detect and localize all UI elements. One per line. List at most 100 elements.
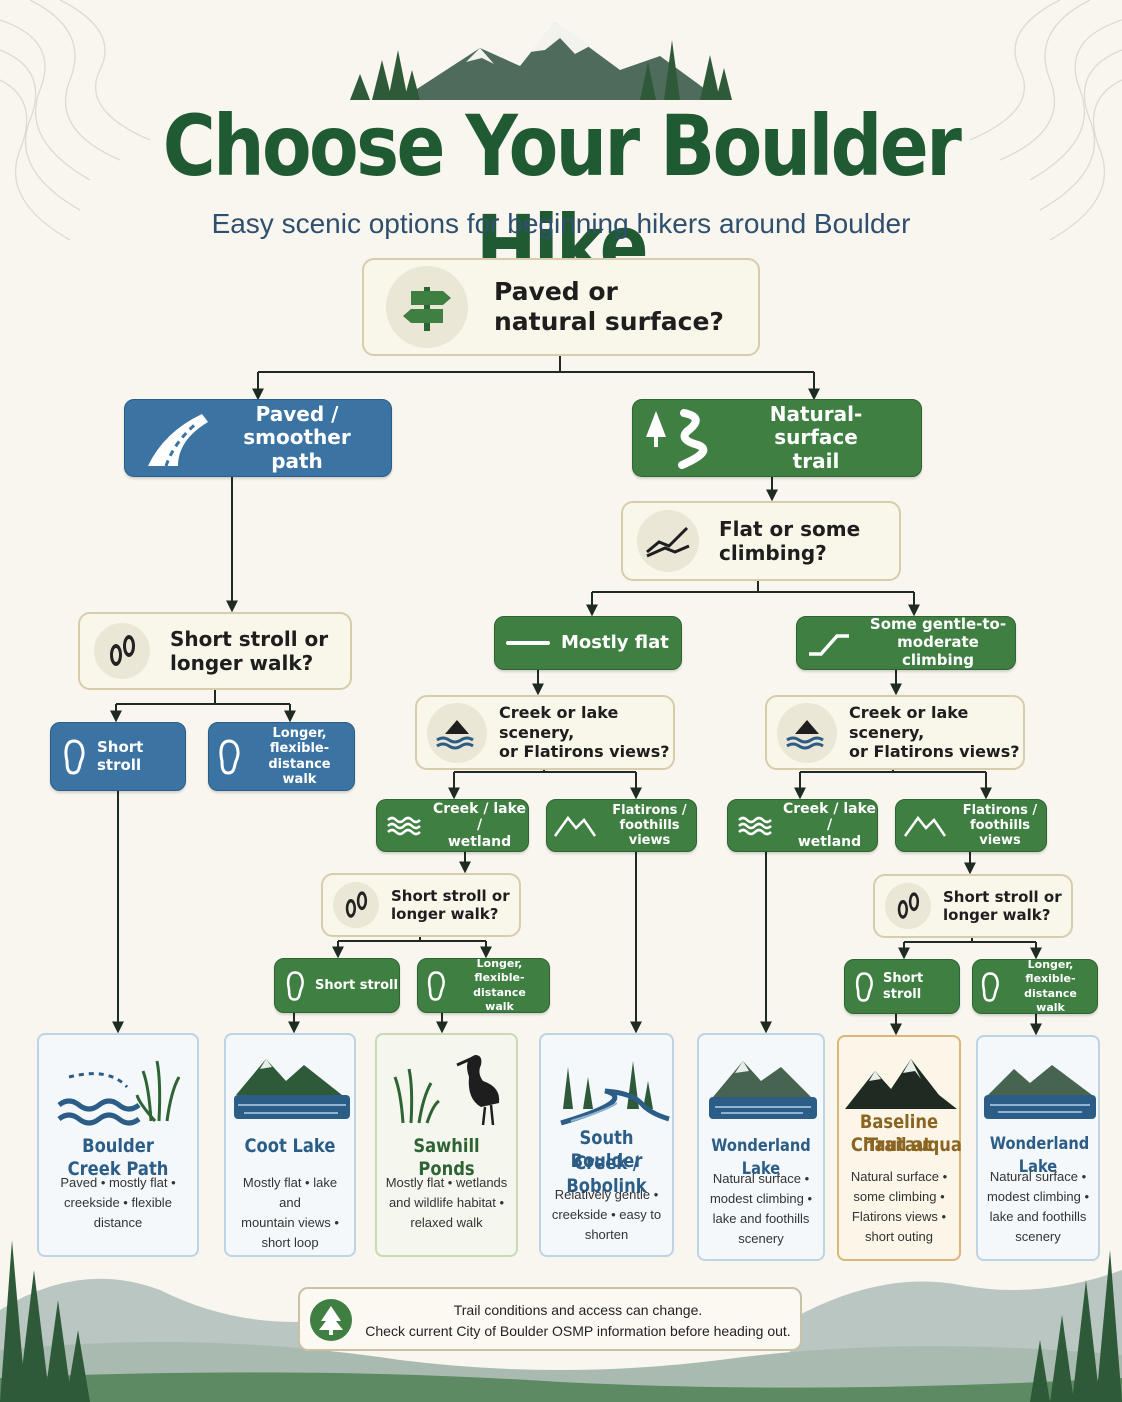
topo-lines-right	[969, 0, 1122, 241]
destination-detail: shorten	[584, 1227, 629, 1242]
climb-longer-line-3: walk	[1036, 1000, 1065, 1014]
flat-longer-line-3: walk	[485, 999, 514, 1013]
climb-longer-line-1: Longer,	[1027, 957, 1074, 971]
destination-detail: Mostly flat • lake and	[242, 1175, 338, 1210]
note-line-2: Check current City of Boulder OSMP infor…	[365, 1323, 791, 1339]
climb-flatirons-line-2: foothills views	[969, 817, 1031, 849]
paved-path-option[interactable]: Paved / smoother path	[124, 399, 392, 477]
incline-icon	[797, 630, 861, 656]
footprints-icon	[333, 882, 379, 928]
water-waves-icon	[377, 815, 431, 837]
destination-detail: modest climbing •	[709, 1191, 813, 1206]
natural-surface-option[interactable]: Natural-surface trail	[632, 399, 922, 477]
paved-length-question[interactable]: Short stroll or longer walk?	[78, 612, 352, 690]
gentle-climbing-line-1: Some gentle-to-	[869, 615, 1007, 634]
natural-label-line-1: Natural-surface	[769, 401, 863, 450]
destination-name: Boulder Creek Path	[67, 1135, 169, 1180]
tree-trail-icon	[633, 407, 729, 469]
climb-scenery-question[interactable]: Creek or lake scenery, or Flatirons view…	[765, 695, 1025, 770]
flat-or-climbing-line-2: climbing?	[719, 541, 827, 565]
shoe-print-icon	[845, 971, 883, 1003]
destination-detail: Relatively gentle •	[554, 1187, 659, 1202]
destination-card-boulder-creek-path[interactable]: Boulder Creek Path Paved • mostly flat •…	[37, 1033, 199, 1257]
destination-card-sawhill-ponds[interactable]: Sawhill Ponds Mostly flat • wetlands and…	[375, 1033, 518, 1257]
shoe-print-icon	[418, 970, 454, 1002]
climb-length-line-1: Short stroll or	[943, 887, 1062, 906]
root-question-box[interactable]: Paved or natural surface?	[362, 258, 760, 356]
lake-mountains-icon	[234, 1059, 350, 1119]
destination-detail: lake and foothills	[989, 1209, 1087, 1224]
climb-flatirons-option[interactable]: Flatirons / foothills views	[895, 799, 1047, 852]
flat-short-stroll-option[interactable]: Short stroll	[274, 958, 400, 1013]
destination-name: South Boulder	[570, 1127, 643, 1172]
lake-mountains-icon	[709, 1061, 817, 1119]
destination-card-wonderland-lake[interactable]: Wonderland Lake Natural surface • modest…	[697, 1033, 825, 1261]
road-icon	[125, 408, 221, 468]
climb-longer-walk-option[interactable]: Longer, flexible-distance walk	[972, 957, 1098, 1014]
destination-detail: mountain views •	[241, 1215, 339, 1230]
flat-longer-walk-option[interactable]: Longer, flexible-distance walk	[417, 956, 550, 1013]
destination-card-baseline-trail[interactable]: Baseline Trail at Chautauqua Natural sur…	[837, 1035, 962, 1261]
mostly-flat-label: Mostly flat	[561, 632, 669, 654]
destination-name: Wonderland Lake	[711, 1136, 811, 1179]
climb-length-question[interactable]: Short stroll or longer walk?	[873, 874, 1073, 938]
shoe-print-icon	[973, 971, 1007, 1003]
climb-flatirons-line-1: Flatirons /	[962, 802, 1038, 818]
flatirons-icon	[896, 814, 954, 838]
flat-short-stroll-label: Short stroll	[315, 977, 398, 993]
bottom-landscape	[0, 1240, 1122, 1402]
flat-or-climbing-question[interactable]: Flat or some climbing?	[621, 501, 901, 581]
climb-creek-line-1: Creek / lake /	[782, 800, 877, 834]
flatirons-peaks-icon	[845, 1059, 957, 1109]
page-subtitle: Easy scenic options for beginning hikers…	[211, 208, 911, 239]
destination-card-coot-lake[interactable]: Coot Lake Mostly flat • lake and mountai…	[224, 1033, 356, 1257]
paved-label-line-2: smoother path	[243, 425, 351, 473]
paved-length-line-2: longer walk?	[170, 651, 314, 675]
flat-length-line-2: longer walk?	[391, 905, 499, 923]
mountain-water-icon	[777, 702, 837, 763]
root-question-line-2: natural surface?	[494, 307, 724, 336]
trail-conditions-note: Trail conditions and access can change. …	[298, 1287, 802, 1351]
destination-detail: relaxed walk	[410, 1215, 483, 1230]
destination-detail: Natural surface •	[989, 1169, 1087, 1184]
destination-card-wonderland-lake-2[interactable]: Wonderland Lake Natural surface • modest…	[976, 1035, 1100, 1261]
paved-longer-walk-option[interactable]: Longer, flexible-distance walk	[208, 722, 355, 791]
climb-length-line-2: longer walk?	[943, 906, 1051, 924]
destination-detail: lake and foothills	[712, 1211, 810, 1226]
flat-length-line-1: Short stroll or	[391, 886, 510, 905]
root-question-line-1: Paved or	[494, 276, 618, 306]
natural-label-line-2: trail	[792, 448, 840, 473]
gentle-climbing-option[interactable]: Some gentle-to- moderate climbing	[796, 616, 1016, 670]
destination-detail: short loop	[261, 1235, 319, 1250]
mostly-flat-option[interactable]: Mostly flat	[494, 616, 682, 670]
elevation-icon	[637, 510, 699, 572]
flat-line-icon	[495, 640, 561, 646]
paved-longer-line-1: Longer,	[272, 725, 327, 741]
destination-card-south-boulder-creek[interactable]: South Boulder Creek / Bobolink Relativel…	[539, 1033, 674, 1257]
paved-label-line-1: Paved /	[255, 401, 339, 426]
page-title: Choose Your Boulder Hike	[162, 97, 962, 295]
destination-detail: scenery	[738, 1231, 784, 1246]
destination-detail: scenery	[1015, 1229, 1061, 1244]
flat-length-question[interactable]: Short stroll or longer walk?	[321, 873, 521, 937]
flat-flatirons-option[interactable]: Flatirons / foothills views	[546, 799, 697, 852]
flat-creek-lake-option[interactable]: Creek / lake / wetland	[376, 799, 529, 852]
footprints-icon	[885, 883, 931, 929]
destination-detail: creekside • flexible distance	[64, 1195, 172, 1230]
heron-wetland-icon	[393, 1055, 500, 1126]
paved-short-stroll-option[interactable]: Short stroll	[50, 722, 186, 791]
climb-short-stroll-label: Short stroll	[883, 971, 924, 1002]
flat-scenery-question[interactable]: Creek or lake scenery, or Flatirons view…	[415, 695, 675, 770]
flat-longer-line-1: Longer,	[476, 956, 523, 970]
forest-creek-icon	[560, 1061, 670, 1126]
climb-short-stroll-option[interactable]: Short stroll	[844, 959, 960, 1014]
destination-name: Wonderland Lake	[989, 1134, 1090, 1177]
shoe-print-icon	[275, 970, 315, 1002]
destination-detail: modest climbing •	[986, 1189, 1090, 1204]
water-waves-icon	[728, 815, 782, 837]
connector-lines	[110, 355, 1042, 1036]
climb-creek-lake-option[interactable]: Creek / lake / wetland	[727, 799, 878, 852]
destination-detail: some climbing •	[853, 1189, 945, 1204]
